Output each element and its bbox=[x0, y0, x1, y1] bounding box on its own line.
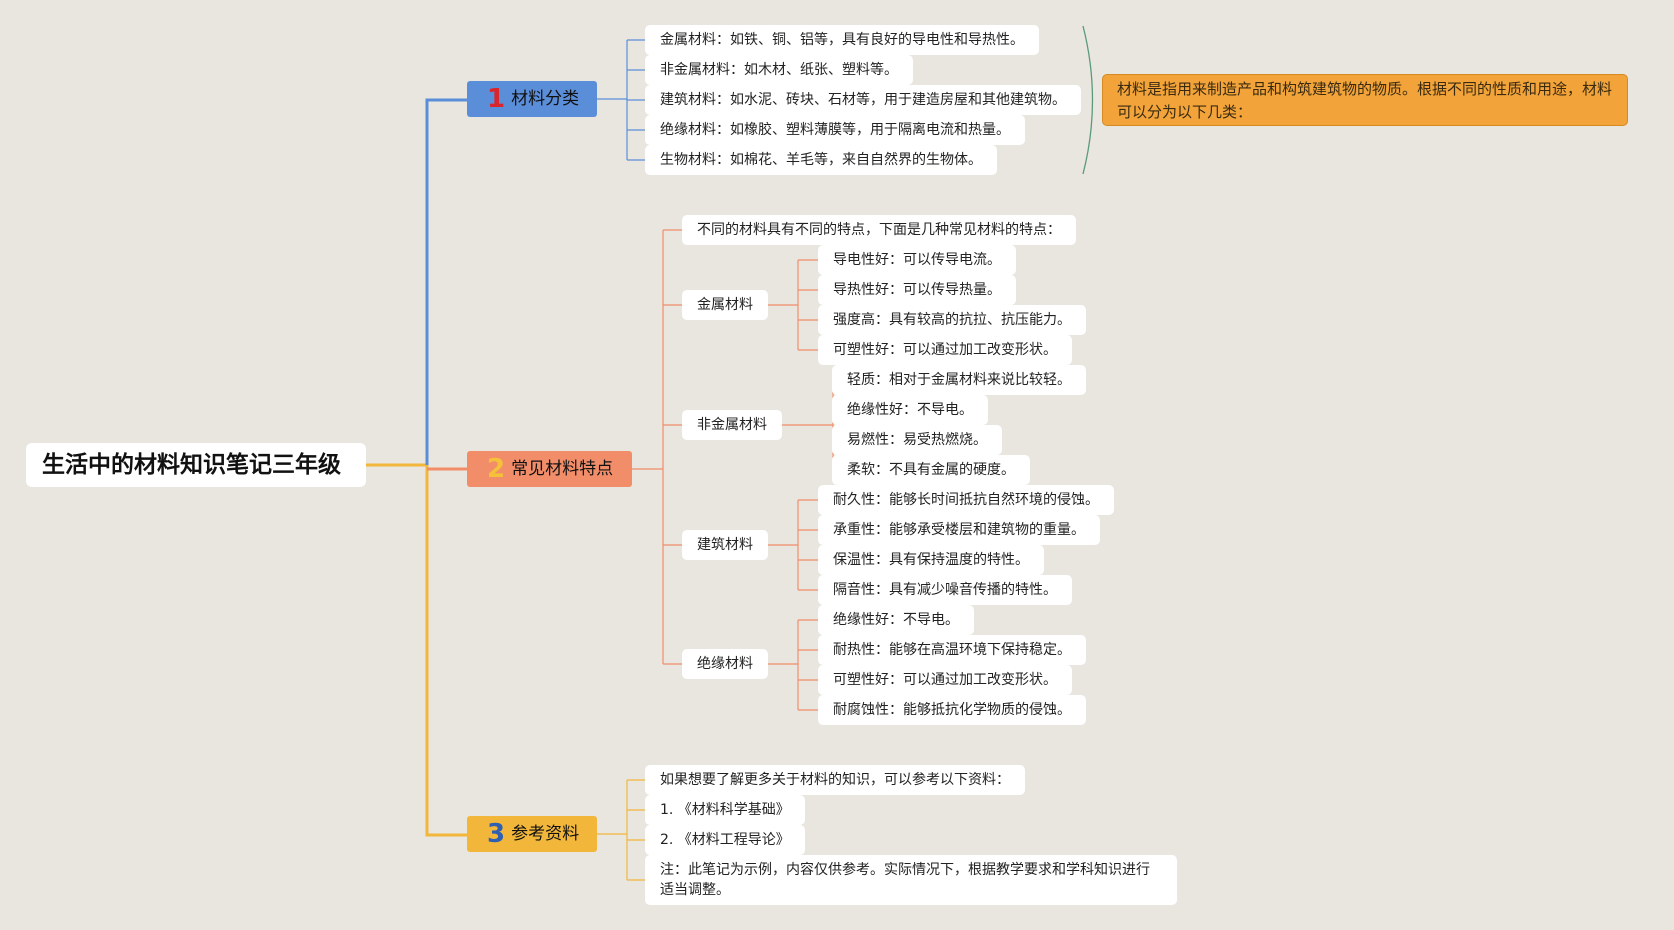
reference-book-2[interactable]: 2. 《材料工程导论》 bbox=[645, 825, 805, 855]
metal-feature-3[interactable]: 强度高：具有较高的抗拉、抗压能力。 bbox=[818, 305, 1086, 335]
root-topic[interactable]: 生活中的材料知识笔记三年级 bbox=[26, 443, 366, 487]
group-insulation[interactable]: 绝缘材料 bbox=[682, 649, 768, 679]
nonmetal-feature-1[interactable]: 轻质：相对于金属材料来说比较轻。 bbox=[832, 365, 1086, 395]
branch-number-2: 2 bbox=[487, 454, 506, 484]
group-nonmetal[interactable]: 非金属材料 bbox=[682, 410, 782, 440]
building-feature-3[interactable]: 保温性：具有保持温度的特性。 bbox=[818, 545, 1044, 575]
metal-feature-2[interactable]: 导热性好：可以传导热量。 bbox=[818, 275, 1016, 305]
branch-number-1: 1 bbox=[487, 84, 506, 114]
insulation-feature-4[interactable]: 耐腐蚀性：能够抵抗化学物质的侵蚀。 bbox=[818, 695, 1086, 725]
classification-item-4[interactable]: 绝缘材料：如橡胶、塑料薄膜等，用于隔离电流和热量。 bbox=[645, 115, 1025, 145]
reference-intro[interactable]: 如果想要了解更多关于材料的知识，可以参考以下资料： bbox=[645, 765, 1025, 795]
insulation-feature-3[interactable]: 可塑性好：可以通过加工改变形状。 bbox=[818, 665, 1072, 695]
building-feature-2[interactable]: 承重性：能够承受楼层和建筑物的重量。 bbox=[818, 515, 1100, 545]
nonmetal-feature-3[interactable]: 易燃性：易受热燃烧。 bbox=[832, 425, 1002, 455]
insulation-feature-2[interactable]: 耐热性：能够在高温环境下保持稳定。 bbox=[818, 635, 1086, 665]
building-feature-4[interactable]: 隔音性：具有减少噪音传播的特性。 bbox=[818, 575, 1072, 605]
classification-item-1[interactable]: 金属材料：如铁、铜、铝等，具有良好的导电性和导热性。 bbox=[645, 25, 1039, 55]
nonmetal-feature-4[interactable]: 柔软：不具有金属的硬度。 bbox=[832, 455, 1030, 485]
reference-note[interactable]: 注：此笔记为示例，内容仅供参考。实际情况下，根据教学要求和学科知识进行适当调整。 bbox=[645, 855, 1177, 905]
classification-item-5[interactable]: 生物材料：如棉花、羊毛等，来自自然界的生物体。 bbox=[645, 145, 997, 175]
classification-item-3[interactable]: 建筑材料：如水泥、砖块、石材等，用于建造房屋和其他建筑物。 bbox=[645, 85, 1081, 115]
nonmetal-feature-2[interactable]: 绝缘性好：不导电。 bbox=[832, 395, 988, 425]
group-building[interactable]: 建筑材料 bbox=[682, 530, 768, 560]
branch-label: 参考资料 bbox=[511, 824, 580, 844]
reference-book-1[interactable]: 1. 《材料科学基础》 bbox=[645, 795, 805, 825]
classification-summary[interactable]: 材料是指用来制造产品和构筑建筑物的物质。根据不同的性质和用途，材料可以分为以下几… bbox=[1102, 74, 1628, 126]
metal-feature-4[interactable]: 可塑性好：可以通过加工改变形状。 bbox=[818, 335, 1072, 365]
group-metal[interactable]: 金属材料 bbox=[682, 290, 768, 320]
insulation-feature-1[interactable]: 绝缘性好：不导电。 bbox=[818, 605, 974, 635]
branch-label: 常见材料特点 bbox=[511, 459, 614, 479]
classification-item-2[interactable]: 非金属材料：如木材、纸张、塑料等。 bbox=[645, 55, 913, 85]
metal-feature-1[interactable]: 导电性好：可以传导电流。 bbox=[818, 245, 1016, 275]
features-intro[interactable]: 不同的材料具有不同的特点，下面是几种常见材料的特点： bbox=[682, 215, 1076, 245]
branch-number-3: 3 bbox=[487, 819, 506, 849]
branch-label: 材料分类 bbox=[511, 89, 580, 109]
building-feature-1[interactable]: 耐久性：能够长时间抵抗自然环境的侵蚀。 bbox=[818, 485, 1114, 515]
